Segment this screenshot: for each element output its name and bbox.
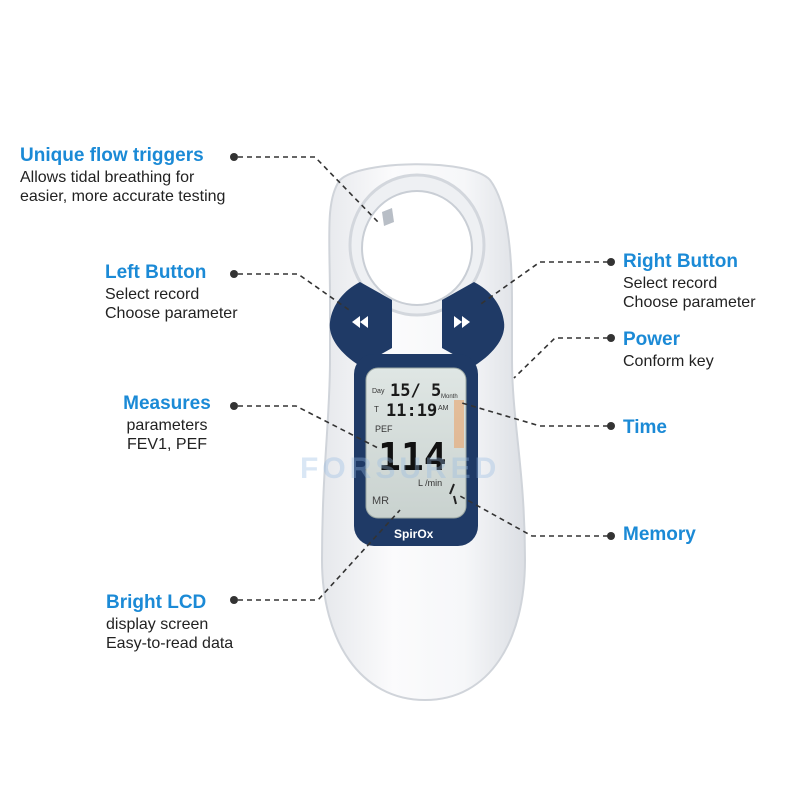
callout-power: Power Conform key [623, 329, 714, 371]
callout-line: FEV1, PEF [126, 435, 208, 453]
leader-memory [459, 495, 608, 537]
lcd-date: 15/ 5 [390, 381, 441, 401]
callout-line: Allows tidal breathing for [20, 168, 195, 186]
fast-forward-icon [454, 316, 470, 328]
lcd-screen [365, 367, 467, 519]
callout-bright-lcd: Bright LCD display screen Easy-to-read d… [106, 592, 233, 653]
lcd-reading: 114 [378, 435, 447, 479]
callout-title: Right Button [623, 251, 739, 272]
left-button[interactable] [329, 282, 392, 366]
mouthpiece-opening [361, 190, 473, 306]
callout-flow-triggers: Unique flow triggers Allows tidal breath… [20, 145, 225, 206]
callout-line: Conform key [623, 352, 714, 370]
lcd-month-label: Month [441, 394, 458, 400]
callout-line: easier, more accurate testing [20, 187, 226, 205]
right-button[interactable] [442, 282, 505, 366]
callout-title: Memory [623, 524, 696, 545]
lcd-unit: L /min [418, 478, 442, 488]
rewind-icon [352, 316, 368, 328]
callout-line: Easy-to-read data [106, 634, 234, 652]
lcd-memory-segment [449, 483, 457, 505]
callout-line: parameters [126, 416, 208, 434]
callout-line: display screen [106, 615, 209, 633]
leader-left-button [238, 273, 353, 313]
leader-time [461, 402, 608, 427]
callout-left-button: Left Button Select record Choose paramet… [105, 262, 238, 323]
watermark: FORSURED [300, 452, 501, 485]
callout-line: Select record [105, 285, 200, 303]
callout-line: Select record [623, 274, 718, 292]
leader-right-button [477, 261, 608, 307]
lcd-mr-label: MR [372, 495, 389, 507]
lcd-am-pm: AM [438, 405, 449, 412]
leader-power [513, 337, 608, 379]
lcd-clock: 11:19 [386, 401, 437, 421]
device-brand: SpirOx [394, 527, 434, 541]
lcd-day-label: Day [372, 388, 385, 395]
callout-title: Bright LCD [106, 592, 207, 613]
flow-trigger-vane [382, 208, 394, 226]
callout-measures: Measures parameters FEV1, PEF [112, 393, 222, 454]
leader-dots [230, 153, 615, 604]
lcd-param-label: PEF [375, 424, 393, 434]
callout-title: Unique flow triggers [20, 145, 204, 166]
callout-line: Choose parameter [105, 304, 238, 322]
callout-right-button: Right Button Select record Choose parame… [623, 251, 756, 312]
leader-lines [238, 156, 608, 601]
callout-memory: Memory [623, 524, 696, 547]
callout-title: Left Button [105, 262, 207, 283]
lcd-color-strip [454, 400, 464, 448]
lcd-t-label: T [374, 405, 379, 414]
leader-measures [238, 405, 379, 449]
leader-flow-triggers [238, 156, 379, 223]
callout-title: Measures [123, 393, 211, 414]
callout-line: Choose parameter [623, 293, 756, 311]
callout-title: Time [623, 417, 668, 438]
callout-time: Time [623, 417, 667, 440]
callout-title: Power [623, 329, 681, 350]
